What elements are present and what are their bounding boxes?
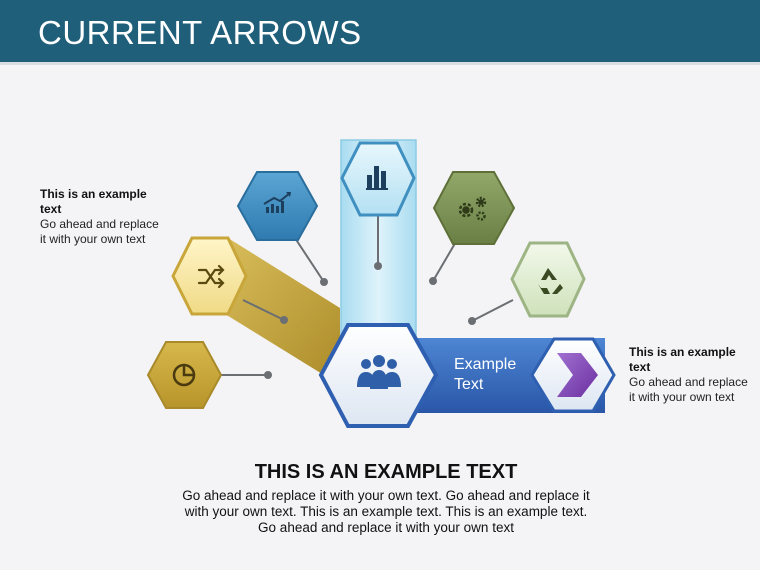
right-note-body: Go ahead and replace it with your own te… [629,375,748,404]
growth-chart-icon [263,192,291,213]
recycle-icon [538,268,563,294]
shuffle-icon [197,264,225,289]
shuffle-hexagon [171,236,248,316]
page-title: CURRENT ARROWS [38,14,362,51]
bar-chart-hexagon [340,141,416,217]
bar-chart-icon [366,166,388,190]
right-note-title: This is an example text [629,345,736,374]
people-icon [357,355,401,389]
people-hexagon [318,323,439,428]
bottom-text-block: THIS IS AN EXAMPLE TEXT Go ahead and rep… [180,461,592,536]
gears-hexagon [432,171,516,245]
recycle-hexagon [510,241,586,318]
left-note-title: This is an example text [40,187,147,216]
left-note: This is an example text Go ahead and rep… [40,187,160,247]
connector-dots [264,262,476,379]
chevron-hexagon [530,337,616,413]
bottom-body: Go ahead and replace it with your own te… [182,488,590,535]
gears-icon [458,196,487,221]
pie-chart-hexagon [146,341,223,409]
bottom-title: THIS IS AN EXAMPLE TEXT [254,461,518,483]
pie-chart-icon [172,363,196,387]
left-note-body: Go ahead and replace it with your own te… [40,217,159,246]
center-label: Example Text [454,356,517,393]
growth-chart-hexagon [236,171,319,241]
chevron-right-icon [557,353,598,397]
header-bar: CURRENT ARROWS [0,0,760,65]
right-note: This is an example text Go ahead and rep… [629,345,749,405]
